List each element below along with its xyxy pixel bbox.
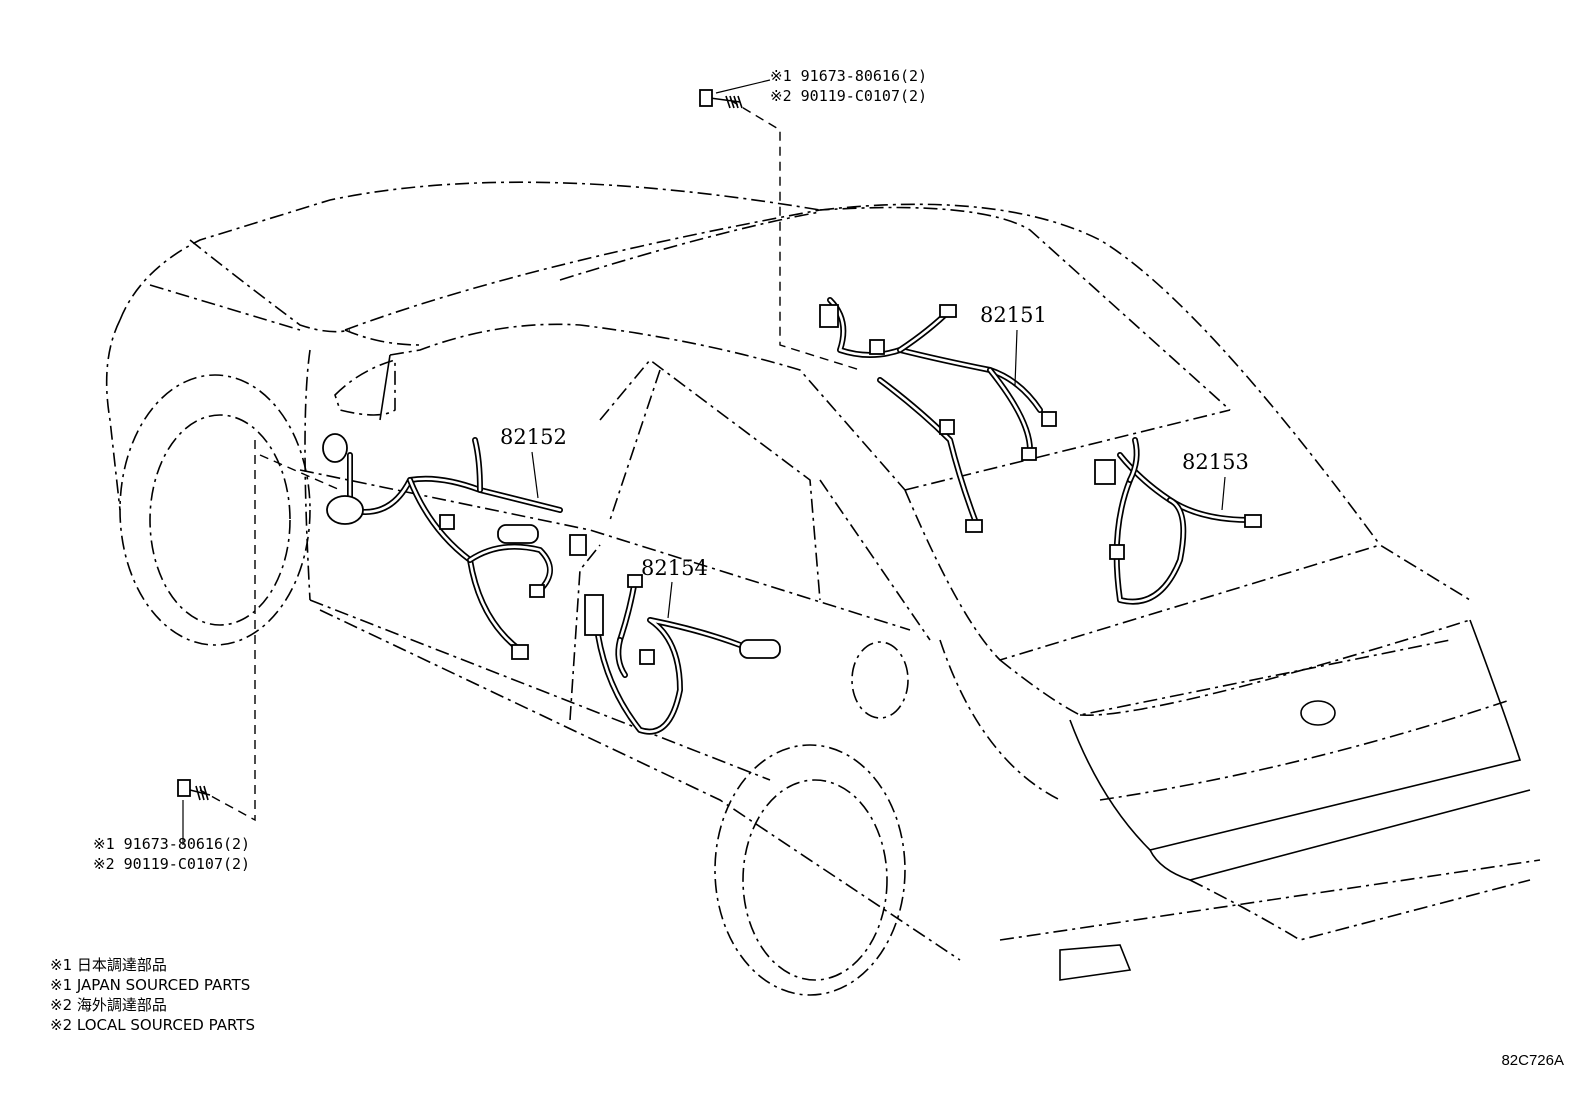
car-body-outline xyxy=(105,99,1541,996)
legend-line-2: ※1 JAPAN SOURCED PARTS xyxy=(50,976,251,994)
bolt-bottom-icon xyxy=(177,779,211,845)
harness-82154 xyxy=(584,574,781,735)
harness-82152 xyxy=(322,433,587,660)
part-label-82153: 82153 xyxy=(1182,450,1249,474)
legend-line-1: ※1 日本調達部品 xyxy=(50,956,167,974)
bolt-top-line-2: ※2 90119-C0107(2) xyxy=(770,87,928,105)
diagram-code: 82C726A xyxy=(1501,1052,1564,1069)
part-label-82152: 82152 xyxy=(500,425,567,449)
bolt-bottom-label: ※1 91673-80616(2) ※2 90119-C0107(2) xyxy=(93,834,250,874)
legend-line-3: ※2 海外調達部品 xyxy=(50,996,167,1014)
bolt-top-icon xyxy=(699,79,771,109)
bolt-top-line-1: ※1 91673-80616(2) xyxy=(770,67,928,85)
bolt-bottom-line-1: ※1 91673-80616(2) xyxy=(93,835,251,853)
harness-82153 xyxy=(1094,437,1262,605)
bolt-bottom-line-2: ※2 90119-C0107(2) xyxy=(93,855,251,873)
legend: ※1 日本調達部品 ※1 JAPAN SOURCED PARTS ※2 海外調達… xyxy=(50,955,255,1035)
bolt-top-label: ※1 91673-80616(2) ※2 90119-C0107(2) xyxy=(770,66,927,106)
part-label-82154: 82154 xyxy=(641,556,708,580)
leader-lines xyxy=(531,329,1226,619)
part-label-82151: 82151 xyxy=(980,303,1047,327)
harness-82151 xyxy=(819,297,1057,533)
legend-line-4: ※2 LOCAL SOURCED PARTS xyxy=(50,1016,255,1034)
